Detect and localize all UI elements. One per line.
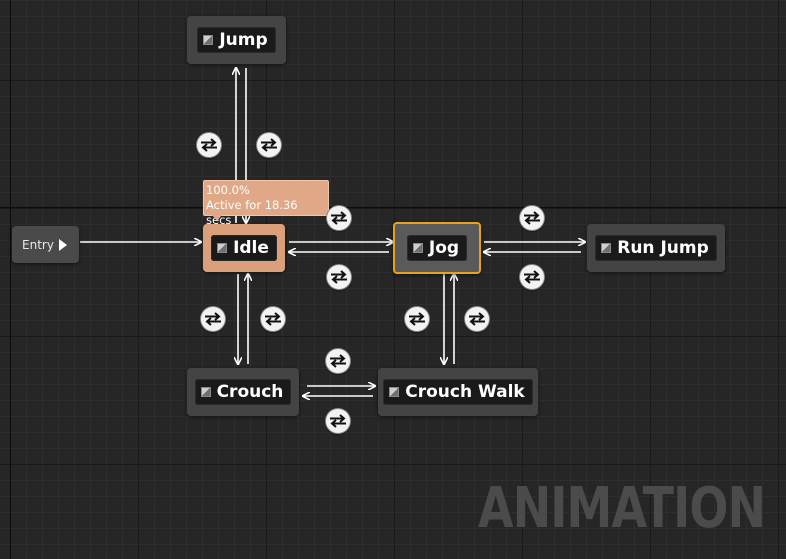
state-crouch-walk-label: Crouch Walk — [405, 382, 525, 402]
transition-icon[interactable] — [201, 307, 225, 331]
state-icon — [217, 243, 228, 253]
state-run-jump-title: Run Jump — [595, 235, 717, 261]
transition-arrows-icon — [469, 312, 485, 326]
transition-arrows-icon — [261, 138, 277, 152]
transition-arrows-icon — [524, 270, 540, 284]
state-run-jump[interactable]: Run Jump — [587, 224, 725, 272]
transition-icon[interactable] — [520, 206, 544, 230]
transition-arrows-icon — [265, 312, 281, 326]
transition-icon[interactable] — [197, 133, 221, 157]
transition-arrows-icon — [205, 312, 221, 326]
state-crouch-walk-title: Crouch Walk — [383, 379, 533, 405]
active-state-tooltip: 100.0% Active for 18.36 secs — [203, 180, 329, 227]
transition-arrows-icon — [201, 138, 217, 152]
state-jog-label: Jog — [428, 238, 460, 258]
state-icon — [203, 35, 214, 45]
transition-icon[interactable] — [326, 409, 350, 433]
state-jump-label: Jump — [219, 30, 268, 50]
transition-icon[interactable] — [327, 265, 351, 289]
state-jog-title: Jog — [406, 235, 468, 261]
state-jump-title: Jump — [197, 27, 276, 53]
transition-icon[interactable] — [257, 133, 281, 157]
state-idle-label: Idle — [233, 238, 269, 258]
state-jump[interactable]: Jump — [187, 16, 286, 64]
state-crouch-title: Crouch — [194, 379, 292, 405]
state-crouch-walk[interactable]: Crouch Walk — [378, 368, 538, 416]
transition-arrows-icon — [330, 354, 346, 368]
transition-icon[interactable] — [405, 307, 429, 331]
state-icon — [389, 387, 400, 397]
entry-node[interactable]: Entry — [12, 226, 79, 263]
transition-arrows-icon — [331, 211, 347, 225]
state-icon — [412, 243, 423, 253]
entry-label: Entry — [22, 237, 54, 252]
state-icon — [200, 387, 211, 397]
state-icon — [601, 243, 612, 253]
transition-icon[interactable] — [465, 307, 489, 331]
transition-icon[interactable] — [261, 307, 285, 331]
transition-icon[interactable] — [327, 206, 351, 230]
tooltip-weight: 100.0% — [206, 183, 250, 197]
grid-origin-vertical — [10, 0, 11, 559]
tooltip-active-time: Active for 18.36 secs — [206, 198, 298, 227]
state-jog[interactable]: Jog — [393, 222, 481, 274]
transition-arrows-icon — [331, 270, 347, 284]
transition-icon[interactable] — [326, 349, 350, 373]
transition-icon[interactable] — [520, 265, 544, 289]
transition-arrows-icon — [330, 414, 346, 428]
animation-watermark: ANIMATION — [478, 476, 766, 541]
state-crouch-label: Crouch — [216, 382, 284, 402]
entry-output-pin[interactable] — [58, 238, 67, 251]
state-idle[interactable]: Idle — [203, 224, 285, 272]
state-idle-title: Idle — [211, 235, 277, 261]
transition-arrows-icon — [409, 312, 425, 326]
transition-arrows-icon — [524, 211, 540, 225]
state-crouch[interactable]: Crouch — [187, 368, 299, 416]
grid-origin-horizontal — [0, 207, 786, 208]
state-run-jump-label: Run Jump — [617, 238, 709, 258]
